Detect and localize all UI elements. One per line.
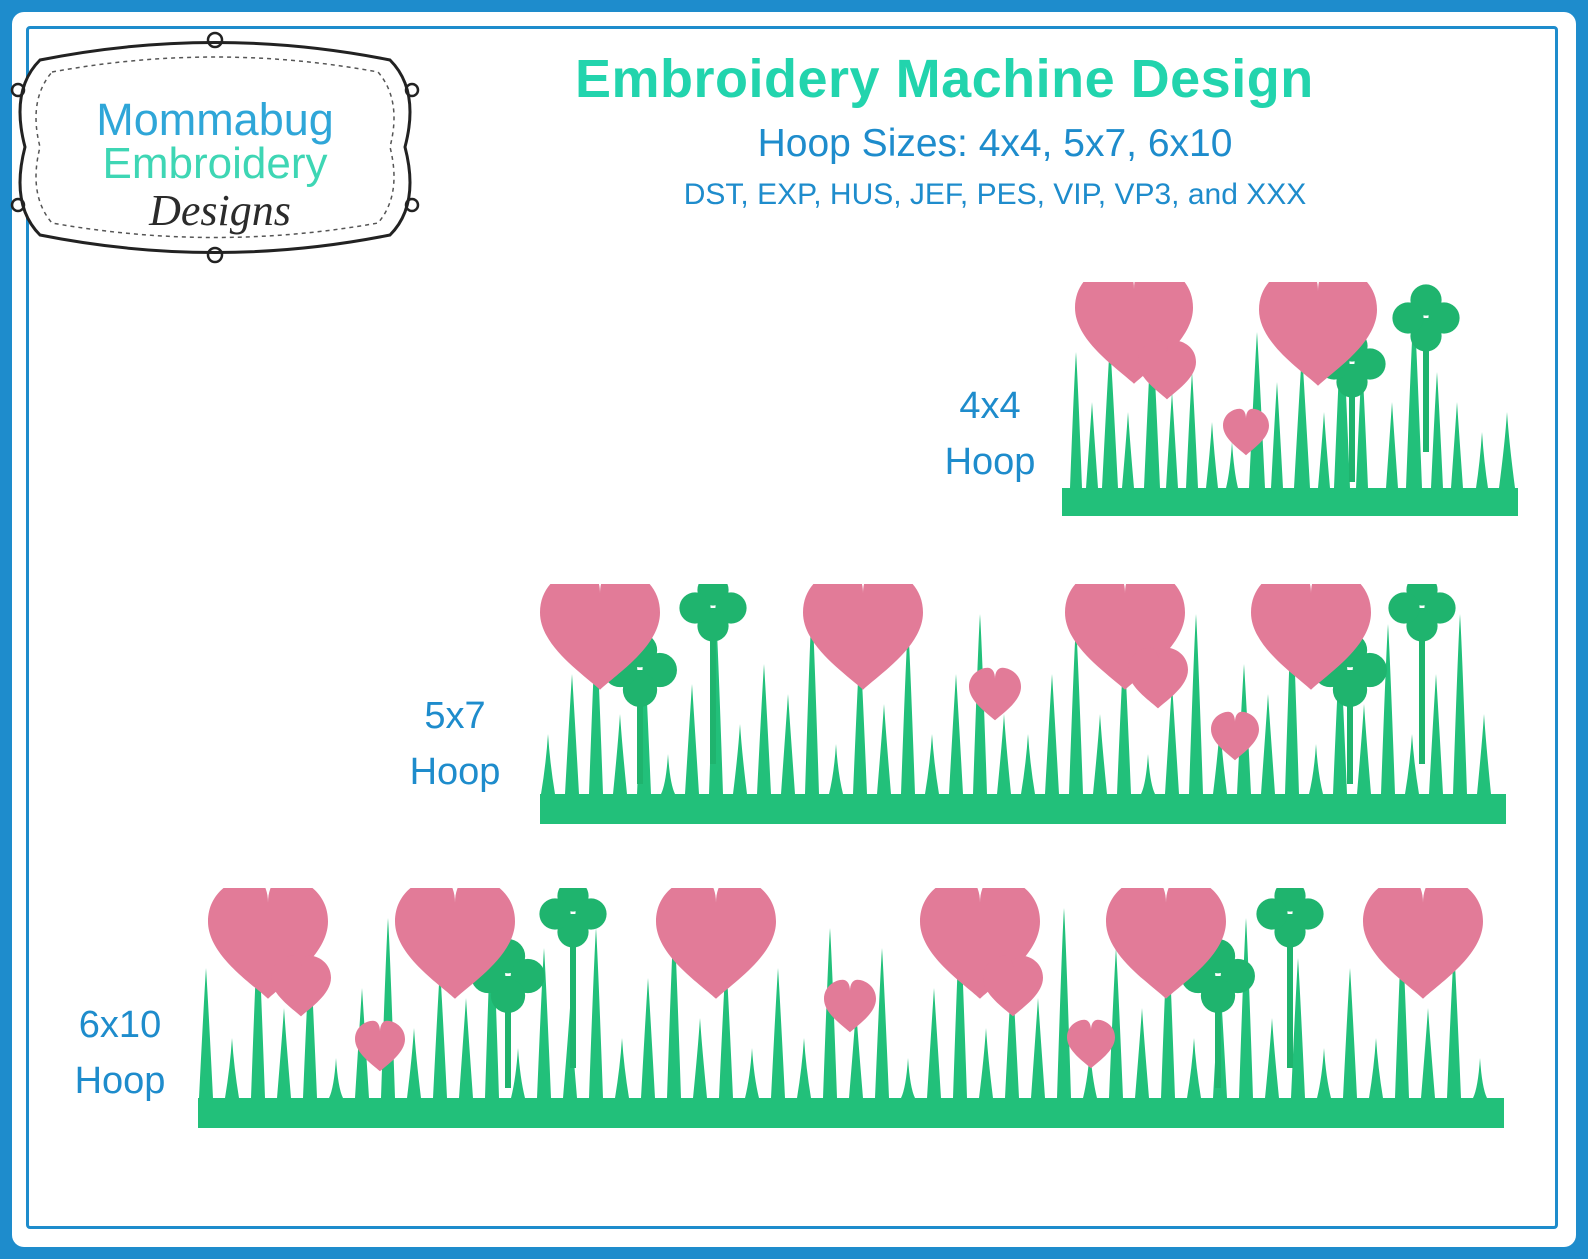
heart-shape: [1223, 408, 1269, 456]
heart-shape: [656, 888, 776, 999]
heart-shape: [1259, 282, 1377, 386]
heart-shape: [824, 979, 876, 1033]
hoop-size: 6x10: [78, 1004, 162, 1046]
hoop-size: 5x7: [424, 695, 486, 737]
hoop-label-4x4: 4x4 Hoop: [900, 378, 1080, 490]
clover-leaf: [679, 592, 711, 624]
grass-border: [198, 908, 1504, 1128]
clover-leaf: [1392, 302, 1424, 334]
clover-stem: [637, 670, 643, 784]
hoop-word: Hoop: [409, 751, 501, 793]
clover-stem: [505, 976, 511, 1088]
clover-stem: [1349, 364, 1355, 482]
design-preview-5x7: [540, 584, 1506, 824]
clover-leaf: [539, 898, 571, 930]
design-preview-4x4: [1062, 282, 1518, 516]
heart-shape: [1128, 647, 1188, 709]
clover-leaf: [1256, 898, 1288, 930]
file-formats-text: DST, EXP, HUS, JEF, PES, VIP, VP3, and X…: [683, 178, 1307, 211]
clover-stem: [1287, 914, 1293, 1068]
logo-line1: Mommabug: [96, 94, 334, 145]
heart-shape: [540, 584, 660, 690]
clover-stem: [1347, 670, 1353, 784]
heart-shape: [1106, 888, 1226, 999]
grass-border: [540, 604, 1506, 824]
hoop-size: 4x4: [959, 385, 1021, 427]
heart-shape: [983, 955, 1043, 1017]
hoop-word: Hoop: [74, 1060, 166, 1102]
heart-shape: [803, 584, 923, 690]
heart-shape: [395, 888, 515, 999]
heart-shape: [1251, 584, 1371, 690]
heart-shape: [355, 1020, 405, 1072]
clover-stem: [710, 608, 716, 764]
mommabug-logo: Mommabug Embroidery Designs: [10, 31, 420, 264]
clover-stem: [1419, 608, 1425, 764]
heart-shape: [1067, 1019, 1115, 1069]
hoop-label-5x7: 5x7 Hoop: [355, 688, 555, 800]
heart-shape: [969, 667, 1021, 721]
clover-stem: [1423, 318, 1429, 452]
clover-leaf: [1388, 592, 1420, 624]
clover-stem: [1215, 976, 1221, 1088]
heart-shape: [1138, 340, 1196, 400]
page-title: Embroidery Machine Design: [575, 49, 1314, 109]
hoop-sizes-text: Hoop Sizes: 4x4, 5x7, 6x10: [757, 122, 1233, 165]
logo-line3: Designs: [148, 186, 291, 235]
grass-border: [1062, 302, 1518, 516]
hoop-word: Hoop: [944, 441, 1036, 483]
hoop-label-6x10: 6x10 Hoop: [20, 997, 220, 1109]
logo-line2: Embroidery: [103, 139, 328, 188]
design-preview-6x10: [198, 888, 1504, 1128]
heart-shape: [1211, 711, 1259, 761]
heart-shape: [1363, 888, 1483, 999]
heart-shape: [271, 955, 331, 1017]
clover-stem: [570, 914, 576, 1068]
